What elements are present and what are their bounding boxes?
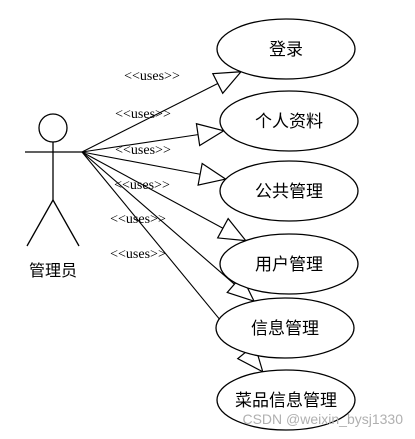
use-case-label: 个人资料 [255, 112, 323, 132]
association-line-user [81, 151, 224, 229]
use-case-info: 信息管理 [215, 297, 355, 359]
associations: <<uses>> <<uses>> <<uses>> <<uses>> <<uses>>… [81, 69, 264, 373]
actor-right-leg [52, 199, 80, 247]
association-arrowhead-profile [195, 122, 226, 147]
stereotype-label: <<uses>> [114, 178, 170, 193]
use-case-login: 登录 [216, 18, 356, 80]
use-case-public: 公共管理 [219, 160, 359, 222]
use-case-ellipse [216, 18, 356, 80]
actor-label: 管理员 [29, 261, 77, 280]
association-arrowhead-public [197, 162, 228, 186]
association-line-profile [81, 134, 199, 153]
association-arrowhead-user [216, 217, 248, 242]
association-line-public [81, 151, 201, 175]
stereotype-label: <<uses>> [115, 143, 171, 158]
use-case-label: 信息管理 [251, 319, 319, 339]
use-case-label: 登录 [269, 40, 303, 60]
actor-head [38, 113, 68, 143]
stereotype-label: <<uses>> [124, 69, 180, 84]
watermark: CSDN @weixin_bysj1330 [242, 411, 403, 427]
association-line-info [81, 151, 235, 285]
actor-left-leg [26, 199, 54, 247]
use-case-ellipse [216, 369, 356, 431]
use-case-label: 用户管理 [255, 255, 323, 275]
use-case-ellipse [219, 90, 359, 152]
use-case-label: 公共管理 [255, 182, 323, 202]
use-case-user: 用户管理 [219, 233, 359, 295]
association-line-login [81, 82, 219, 153]
stereotype-label: <<uses>> [115, 107, 171, 122]
use-case-ellipse [219, 160, 359, 222]
use-case-ellipse [219, 233, 359, 295]
association-arrowhead-login [211, 71, 243, 95]
use-case-label: 菜品信息管理 [235, 391, 337, 411]
stereotype-label: <<uses>> [110, 247, 166, 262]
actor: 管理员 [25, 113, 82, 280]
use-case-dish: 菜品信息管理 [216, 369, 356, 431]
use-case-profile: 个人资料 [219, 90, 359, 152]
use-case-ellipse [215, 297, 355, 359]
